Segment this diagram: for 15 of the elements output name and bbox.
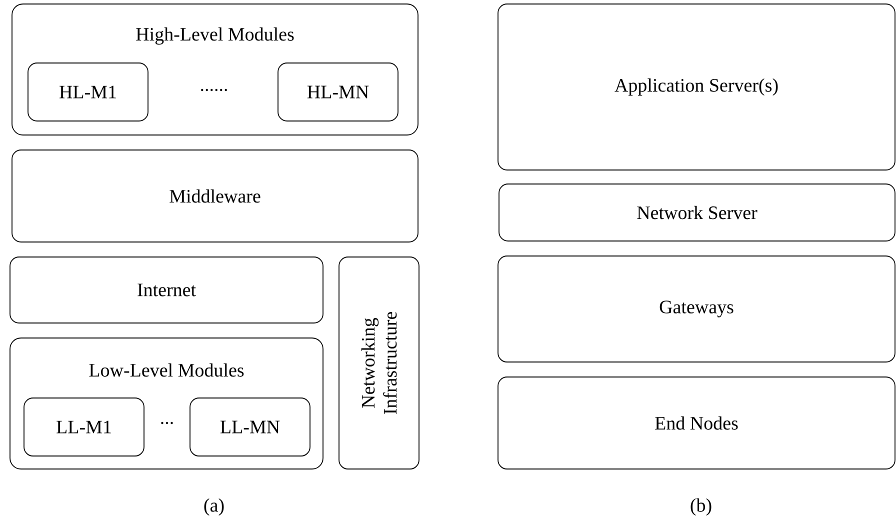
module-box: LL-MN: [190, 398, 310, 456]
layer-box: Network Server: [498, 184, 896, 242]
ellipsis: ......: [201, 88, 227, 92]
module-box: HL-MN: [278, 62, 398, 122]
layer-box: Internet: [10, 256, 324, 324]
ellipsis: ...: [161, 422, 173, 424]
subfigure-caption: (a): [204, 498, 224, 516]
subfigure-caption: (b): [690, 498, 712, 516]
module-box: HL-M1: [28, 62, 148, 122]
module-box: LL-M1: [24, 398, 144, 456]
layer-box: Application Server(s): [498, 4, 896, 170]
layer-box: End Nodes: [498, 376, 896, 470]
layer-box: Middleware: [12, 150, 418, 242]
layer-box: Gateways: [498, 256, 896, 362]
layer-box: Networking Infrastructure: [338, 256, 420, 470]
